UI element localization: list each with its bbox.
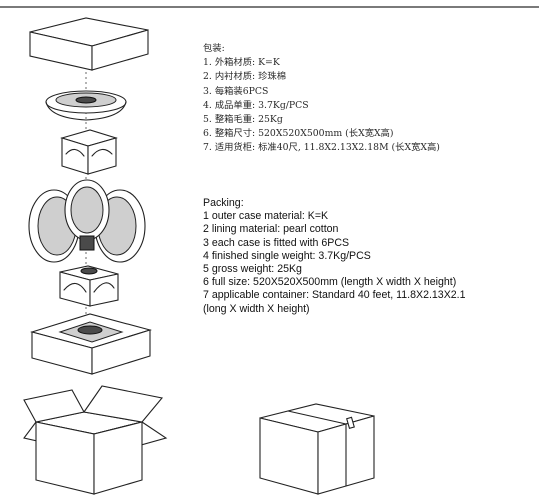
english-packing-heading: Packing: xyxy=(203,197,244,209)
closed-carton-illustration xyxy=(259,403,375,495)
top-lid-box xyxy=(29,17,149,71)
foam-cube-top xyxy=(60,129,118,175)
english-packing-item: 4 finished single weight: 3.7Kg/PCS xyxy=(203,249,371,262)
english-packing-item: 2 lining material: pearl cotton xyxy=(203,223,339,236)
chinese-packing-item: 3. 每箱装6PCS xyxy=(203,85,269,97)
light-heads xyxy=(28,179,146,263)
chinese-packing-item: 5. 整箱毛重: 25Kg xyxy=(203,114,283,126)
english-packing-item: 3 each case is fitted with 6PCS xyxy=(203,236,350,249)
chinese-packing-item: 4. 成品单重: 3.7Kg/PCS xyxy=(203,99,309,111)
english-packing-item: (long X width X height) xyxy=(203,302,310,315)
chinese-packing-info: 包装: 1. 外箱材质: K=K 2. 内衬材质: 珍珠棉 3. 每箱装6PCS… xyxy=(203,42,440,156)
foam-cube-bottom xyxy=(59,265,119,307)
chinese-packing-heading: 包装: xyxy=(203,43,225,54)
bottom-tray xyxy=(30,313,152,375)
open-carton-illustration xyxy=(23,385,168,495)
exploded-packing-illustration xyxy=(28,17,152,375)
english-packing-info: Packing: 1 outer case material: K=K 2 li… xyxy=(203,197,537,316)
chinese-packing-item: 7. 适用货柜: 标准40尺, 11.8X2.13X2.18M (长X宽X高) xyxy=(203,142,440,154)
lamp-dish xyxy=(45,90,127,121)
english-packing-item: 5 gross weight: 25Kg xyxy=(203,263,302,276)
chinese-packing-item: 2. 内衬材质: 珍珠棉 xyxy=(203,71,286,83)
chinese-packing-item: 1. 外箱材质: K=K xyxy=(203,57,280,69)
english-packing-item: 7 applicable container: Standard 40 feet… xyxy=(203,289,466,302)
english-packing-item: 6 full size: 520X520X500mm (length X wid… xyxy=(203,276,457,289)
top-divider xyxy=(0,6,539,8)
chinese-packing-item: 6. 整箱尺寸: 520X520X500mm (长X宽X高) xyxy=(203,128,394,140)
english-packing-item: 1 outer case material: K=K xyxy=(203,210,329,223)
